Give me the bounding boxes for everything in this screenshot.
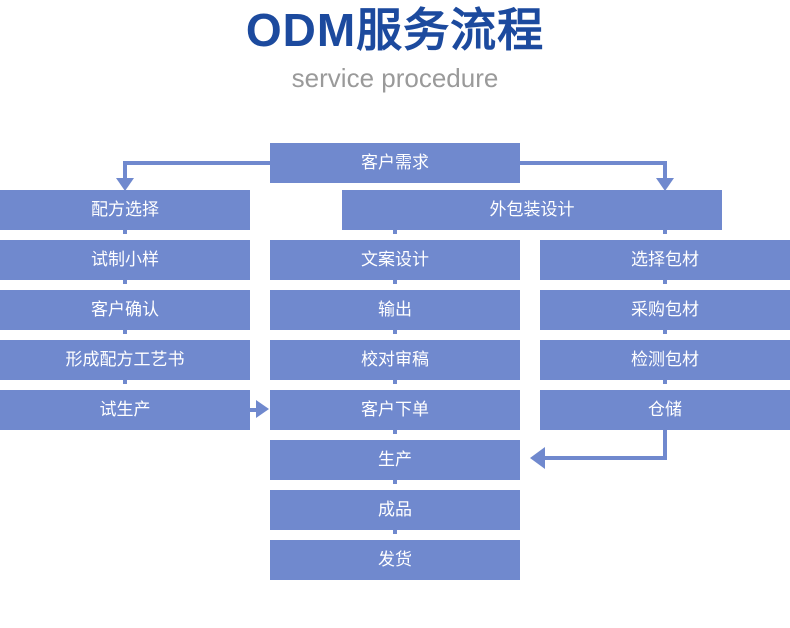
node-customer-confirmation[interactable]: 客户确认 bbox=[0, 290, 250, 330]
node-trial-production[interactable]: 试生产 bbox=[0, 390, 250, 430]
node-customer-order[interactable]: 客户下单 bbox=[270, 390, 520, 430]
node-formula-selection[interactable]: 配方选择 bbox=[0, 190, 250, 230]
node-output[interactable]: 输出 bbox=[270, 290, 520, 330]
connector-requirement-to-right bbox=[517, 161, 667, 165]
node-outer-package-design[interactable]: 外包装设计 bbox=[342, 190, 722, 230]
node-inspect-packaging-material[interactable]: 检测包材 bbox=[540, 340, 790, 380]
node-trial-sample[interactable]: 试制小样 bbox=[0, 240, 250, 280]
connector-warehouse-to-production bbox=[545, 456, 667, 460]
node-finished-product[interactable]: 成品 bbox=[270, 490, 520, 530]
connector-left-branch-drop bbox=[123, 161, 127, 181]
connector-right-branch-drop bbox=[663, 161, 667, 181]
arrow-right-to-customer-order bbox=[256, 400, 269, 418]
node-customer-requirement[interactable]: 客户需求 bbox=[270, 143, 520, 183]
node-purchase-packaging-material[interactable]: 采购包材 bbox=[540, 290, 790, 330]
node-production[interactable]: 生产 bbox=[270, 440, 520, 480]
arrow-down-to-formula-selection bbox=[116, 178, 134, 191]
node-copywriting-design[interactable]: 文案设计 bbox=[270, 240, 520, 280]
arrow-down-to-package-design bbox=[656, 178, 674, 191]
arrow-left-to-production bbox=[530, 447, 545, 469]
connector-requirement-to-left bbox=[123, 161, 273, 165]
node-formula-process-doc[interactable]: 形成配方工艺书 bbox=[0, 340, 250, 380]
node-select-packaging-material[interactable]: 选择包材 bbox=[540, 240, 790, 280]
node-proofreading[interactable]: 校对审稿 bbox=[270, 340, 520, 380]
connector-warehouse-drop bbox=[663, 422, 667, 460]
node-shipment[interactable]: 发货 bbox=[270, 540, 520, 580]
page-title: ODM服务流程 bbox=[245, 4, 545, 56]
title-block: ODM服务流程 service procedure bbox=[0, 0, 790, 94]
page-subtitle: service procedure bbox=[291, 63, 499, 93]
node-warehousing[interactable]: 仓储 bbox=[540, 390, 790, 430]
